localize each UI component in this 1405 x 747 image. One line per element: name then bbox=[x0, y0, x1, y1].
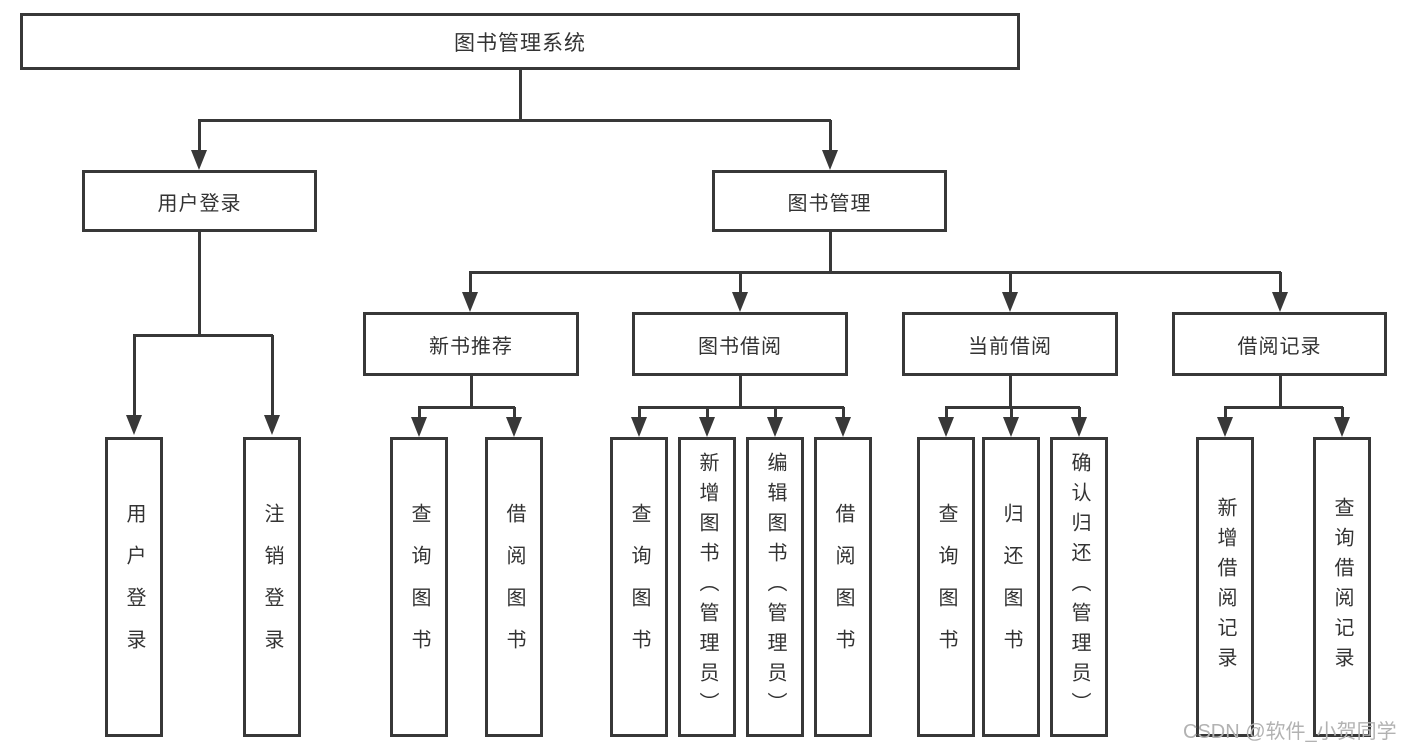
connector-line-vertical bbox=[1009, 272, 1012, 292]
connector-line-vertical bbox=[774, 407, 777, 417]
connector-line-vertical bbox=[1010, 407, 1013, 417]
node-label: 图书管理系统 bbox=[454, 31, 586, 55]
arrowhead-down-icon bbox=[767, 417, 783, 437]
node-label: 查询图书 bbox=[408, 503, 430, 671]
watermark: CSDN @软件_小贺同学 bbox=[1183, 721, 1397, 743]
connector-line-vertical bbox=[469, 272, 472, 292]
arrowhead-down-icon bbox=[822, 150, 838, 170]
connector-line-vertical bbox=[198, 120, 201, 150]
leaf-query-books-3: 查询图书 bbox=[917, 437, 975, 737]
node-book-management: 图书管理 bbox=[712, 170, 947, 232]
connector-line-vertical bbox=[842, 407, 845, 417]
arrowhead-down-icon bbox=[732, 292, 748, 312]
leaf-edit-book-admin: 编辑图书（管理员） bbox=[746, 437, 804, 737]
node-label: 注销登录 bbox=[261, 503, 283, 671]
arrowhead-down-icon bbox=[411, 417, 427, 437]
arrowhead-down-icon bbox=[938, 417, 954, 437]
connector-line-vertical bbox=[739, 272, 742, 292]
arrowhead-down-icon bbox=[835, 417, 851, 437]
connector-line-horizontal bbox=[1224, 406, 1343, 409]
connector-line-vertical bbox=[1224, 407, 1227, 417]
node-label: 编辑图书（管理员） bbox=[764, 452, 786, 722]
node-borrow-records: 借阅记录 bbox=[1172, 312, 1387, 376]
leaf-return-book: 归还图书 bbox=[982, 437, 1040, 737]
node-label: 新增图书（管理员） bbox=[696, 452, 718, 722]
node-label: 归还图书 bbox=[1000, 503, 1022, 671]
connector-line-horizontal bbox=[198, 119, 831, 122]
connector-line-vertical bbox=[1279, 272, 1282, 292]
connector-line-vertical bbox=[829, 120, 832, 150]
connector-line-vertical bbox=[945, 407, 948, 417]
connector-line-horizontal bbox=[418, 406, 515, 409]
connector-line-horizontal bbox=[469, 271, 1281, 274]
connector-line-vertical bbox=[739, 376, 742, 408]
leaf-query-borrow-record: 查询借阅记录 bbox=[1313, 437, 1371, 737]
connector-line-vertical bbox=[513, 407, 516, 417]
connector-line-horizontal bbox=[133, 334, 273, 337]
connector-line-horizontal bbox=[638, 406, 844, 409]
node-label: 用户登录 bbox=[123, 503, 145, 671]
arrowhead-down-icon bbox=[1071, 417, 1087, 437]
node-label: 查询图书 bbox=[628, 503, 650, 671]
node-root-library-system: 图书管理系统 bbox=[20, 13, 1020, 70]
connector-line-vertical bbox=[1078, 407, 1081, 417]
node-label: 借阅图书 bbox=[503, 503, 525, 671]
leaf-add-borrow-record: 新增借阅记录 bbox=[1196, 437, 1254, 737]
leaf-user-login: 用户登录 bbox=[105, 437, 163, 737]
connector-line-vertical bbox=[706, 407, 709, 417]
arrowhead-down-icon bbox=[631, 417, 647, 437]
connector-line-vertical bbox=[271, 335, 274, 415]
node-new-book-recommend: 新书推荐 bbox=[363, 312, 579, 376]
arrowhead-down-icon bbox=[1334, 417, 1350, 437]
connector-line-vertical bbox=[470, 376, 473, 408]
arrowhead-down-icon bbox=[1003, 417, 1019, 437]
leaf-borrow-books-2: 借阅图书 bbox=[814, 437, 872, 737]
node-label: 新书推荐 bbox=[429, 335, 513, 358]
connector-line-vertical bbox=[198, 232, 201, 336]
node-book-borrow: 图书借阅 bbox=[632, 312, 848, 376]
connector-line-vertical bbox=[1009, 376, 1012, 408]
arrowhead-down-icon bbox=[462, 292, 478, 312]
leaf-borrow-books-1: 借阅图书 bbox=[485, 437, 543, 737]
connector-line-vertical bbox=[1279, 376, 1282, 408]
node-label: 用户登录 bbox=[157, 192, 242, 215]
node-label: 新增借阅记录 bbox=[1214, 497, 1236, 677]
leaf-query-books-2: 查询图书 bbox=[610, 437, 668, 737]
node-label: 当前借阅 bbox=[968, 335, 1052, 358]
arrowhead-down-icon bbox=[1002, 292, 1018, 312]
connector-line-vertical bbox=[133, 335, 136, 415]
leaf-query-books-1: 查询图书 bbox=[390, 437, 448, 737]
arrowhead-down-icon bbox=[1272, 292, 1288, 312]
node-current-borrow: 当前借阅 bbox=[902, 312, 1118, 376]
connector-line-vertical bbox=[418, 407, 421, 417]
arrowhead-down-icon bbox=[506, 417, 522, 437]
node-label: 确认归还（管理员） bbox=[1068, 452, 1090, 722]
node-label: 借阅图书 bbox=[832, 503, 854, 671]
node-label: 图书管理 bbox=[787, 192, 872, 215]
node-user-login: 用户登录 bbox=[82, 170, 317, 232]
connector-line-vertical bbox=[829, 232, 832, 273]
leaf-add-book-admin: 新增图书（管理员） bbox=[678, 437, 736, 737]
connector-line-vertical bbox=[519, 70, 522, 120]
arrowhead-down-icon bbox=[699, 417, 715, 437]
arrowhead-down-icon bbox=[126, 415, 142, 435]
arrowhead-down-icon bbox=[191, 150, 207, 170]
leaf-confirm-return-admin: 确认归还（管理员） bbox=[1050, 437, 1108, 737]
arrowhead-down-icon bbox=[264, 415, 280, 435]
node-label: 借阅记录 bbox=[1237, 335, 1322, 358]
node-label: 查询图书 bbox=[935, 503, 957, 671]
connector-line-vertical bbox=[638, 407, 641, 417]
node-label: 查询借阅记录 bbox=[1331, 497, 1353, 677]
leaf-logout: 注销登录 bbox=[243, 437, 301, 737]
arrowhead-down-icon bbox=[1217, 417, 1233, 437]
node-label: 图书借阅 bbox=[698, 335, 782, 358]
connector-line-vertical bbox=[1341, 407, 1344, 417]
